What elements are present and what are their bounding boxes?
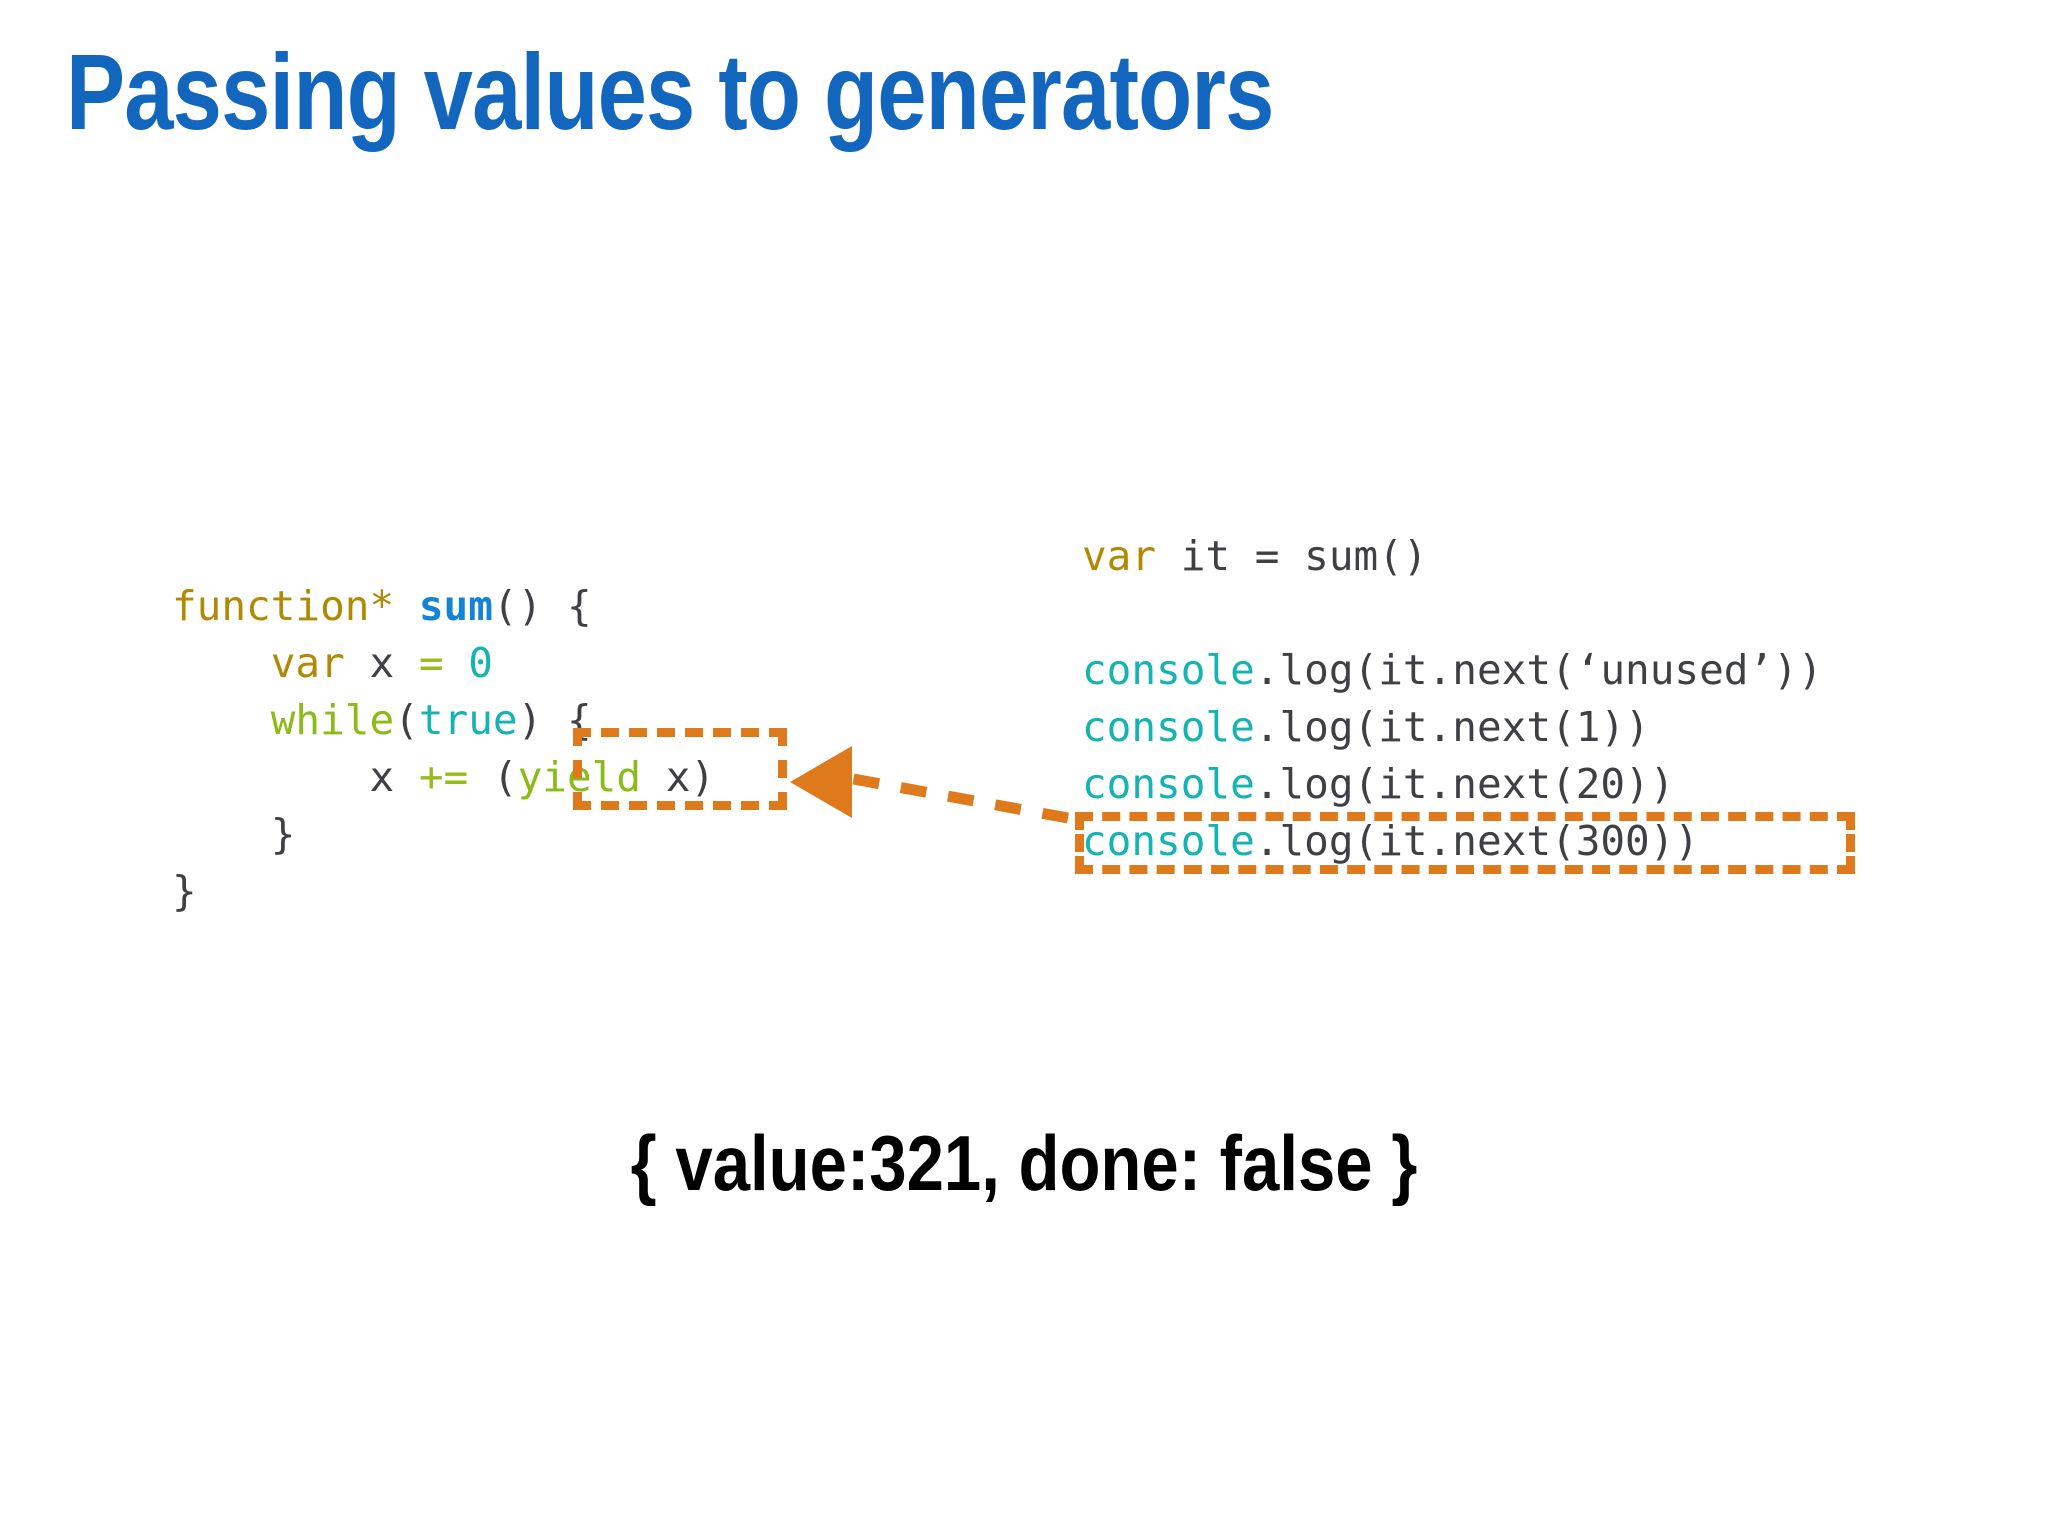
arrow-head-icon [790, 746, 852, 818]
code-token: console [1082, 817, 1255, 865]
code-token: x [641, 753, 691, 801]
code-token: while [270, 696, 395, 744]
code-token: } [172, 867, 197, 915]
code-token: sum [418, 582, 493, 630]
code-token: .log(it.next(1)) [1254, 703, 1650, 751]
code-token: .log(it.next(‘unused’)) [1254, 646, 1823, 694]
code-block-generator-definition: function* sum() { var x = 0 while(true) … [172, 578, 715, 920]
code-line: console.log(it.next(20)) [1082, 756, 1823, 813]
code-token: .log(it.next(20)) [1254, 760, 1675, 808]
code-token: console [1082, 646, 1255, 694]
code-token [172, 639, 271, 687]
code-line: console.log(it.next(1)) [1082, 699, 1823, 756]
code-token: it = sum() [1156, 532, 1428, 580]
code-token [394, 582, 419, 630]
code-token: function* [172, 582, 395, 630]
code-token: += [418, 753, 469, 801]
code-token: true [418, 696, 518, 744]
page-title: Passing values to generators [66, 31, 1274, 152]
code-token: x [172, 753, 419, 801]
code-line: console.log(it.next(‘unused’)) [1082, 642, 1823, 699]
result-caption: { value:321, done: false } [630, 1119, 1418, 1207]
code-token: console [1082, 760, 1255, 808]
code-token: x [344, 639, 419, 687]
code-token: var [270, 639, 345, 687]
code-line: var x = 0 [172, 635, 715, 692]
arrow-dashed-line [847, 772, 1069, 824]
code-line: var it = sum() [1082, 528, 1823, 585]
code-token: = [418, 639, 444, 687]
code-token [444, 639, 469, 687]
code-line: function* sum() { [172, 578, 715, 635]
code-token: 0 [468, 639, 493, 687]
code-block-generator-usage: var it = sum() console.log(it.next(‘unus… [1082, 528, 1823, 870]
code-token: console [1082, 703, 1255, 751]
code-line: console.log(it.next(300)) [1082, 813, 1823, 870]
code-line: x += (yield x) [172, 749, 715, 806]
code-token: ( [394, 696, 419, 744]
code-token: .log(it.next(300)) [1254, 817, 1700, 865]
code-line: while(true) { [172, 692, 715, 749]
code-token [172, 696, 271, 744]
code-token: () { [492, 582, 592, 630]
code-token: ( [468, 753, 518, 801]
code-token: yield [517, 753, 642, 801]
code-token: ) [690, 753, 716, 801]
code-token: var [1082, 532, 1157, 580]
code-line: } [172, 863, 715, 920]
code-token: ) { [517, 696, 592, 744]
code-token [1082, 589, 1107, 637]
code-line [1082, 585, 1823, 642]
code-token: } [172, 810, 296, 858]
code-line: } [172, 806, 715, 863]
